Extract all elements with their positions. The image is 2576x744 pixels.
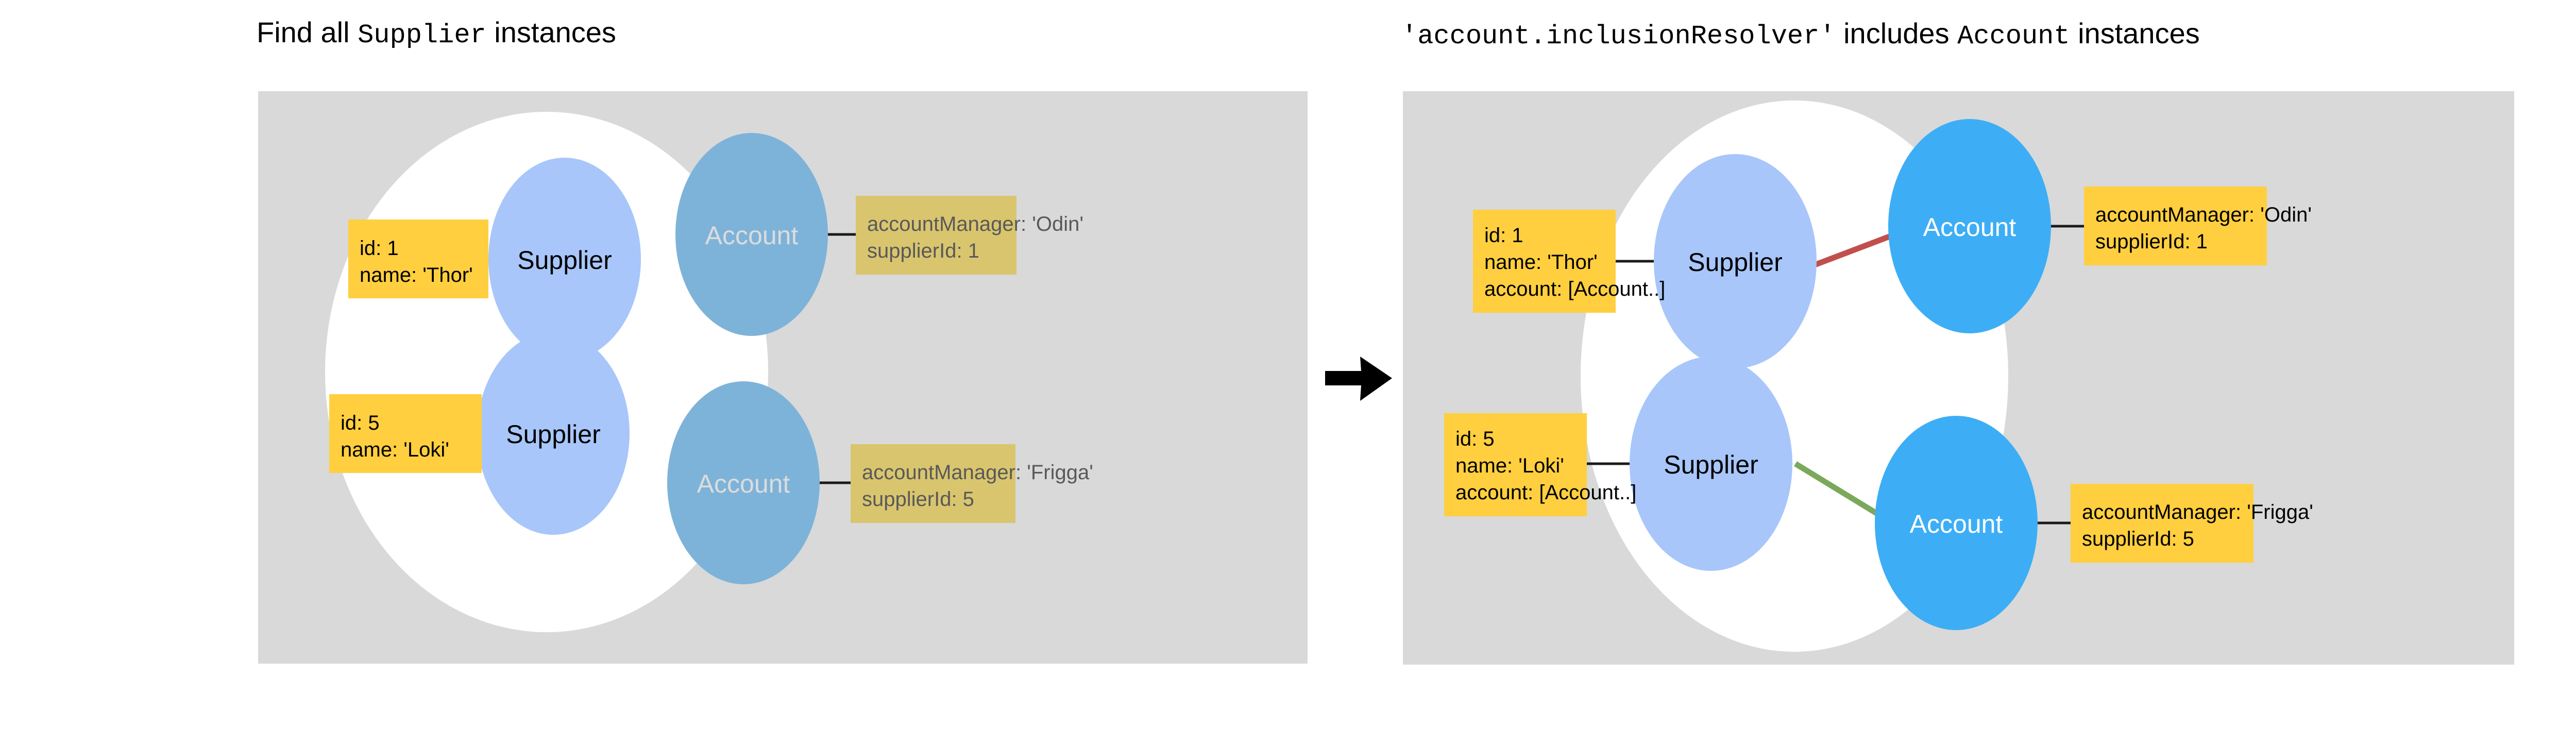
account-data-box-bg xyxy=(2071,484,2253,563)
account-node-bottom[interactable]: Account xyxy=(1875,416,2038,630)
left-title-suffix: instances xyxy=(494,16,616,48)
supplier-data-box-bg xyxy=(329,394,482,473)
supplier-data-box-bottom[interactable]: id: 5 name: 'Loki' xyxy=(329,394,482,473)
supplier-data-line: account: [Account..] xyxy=(1455,481,1636,504)
transition-arrow xyxy=(1325,357,1392,401)
supplier-node-bottom[interactable]: Supplier xyxy=(477,332,630,535)
supplier-data-box-bg xyxy=(1473,210,1616,313)
supplier-data-box-top[interactable]: id: 1 name: 'Thor' xyxy=(348,219,488,298)
right-arrow-icon xyxy=(1325,357,1392,401)
account-node-shape xyxy=(1875,416,2038,630)
supplier-node-label: Supplier xyxy=(1664,450,1758,479)
right-title-suffix: instances xyxy=(2078,17,2200,49)
account-node-label: Account xyxy=(1910,510,2003,538)
account-data-line: supplierId: 1 xyxy=(2095,230,2208,253)
supplier-node-shape xyxy=(477,332,630,535)
supplier-data-box-top[interactable]: id: 1 name: 'Thor' account: [Account..] xyxy=(1473,210,1665,313)
account-node-top[interactable]: Account xyxy=(1888,119,2051,333)
account-data-line: accountManager: 'Frigga' xyxy=(862,461,1093,484)
account-node-bottom[interactable]: Account xyxy=(667,381,820,584)
account-data-box-top[interactable]: accountManager: 'Odin' supplierId: 1 xyxy=(2084,187,2312,265)
account-data-box-bg xyxy=(2084,187,2267,265)
supplier-data-line: name: 'Thor' xyxy=(360,264,473,286)
supplier-data-line: id: 1 xyxy=(1484,224,1523,247)
account-data-line: supplierId: 1 xyxy=(867,240,979,262)
right-panel-title: 'account.inclusionResolver' includes Acc… xyxy=(1401,16,2200,52)
left-panel-title: Find all Supplier instances xyxy=(257,15,616,50)
account-node-shape xyxy=(675,133,828,336)
supplier-data-line: id: 5 xyxy=(1455,428,1495,450)
supplier-data-box-bottom[interactable]: id: 5 name: 'Loki' account: [Account..] xyxy=(1444,413,1636,516)
account-data-box-top[interactable]: accountManager: 'Odin' supplierId: 1 xyxy=(856,196,1083,275)
supplier-node-bottom[interactable]: Supplier xyxy=(1630,357,1792,571)
supplier-data-line: name: 'Thor' xyxy=(1484,251,1598,274)
supplier-node-label: Supplier xyxy=(1688,248,1782,277)
supplier-node-shape xyxy=(488,158,641,361)
supplier-data-box-bg xyxy=(348,219,488,298)
account-node-label: Account xyxy=(697,469,790,498)
account-data-box-bottom[interactable]: accountManager: 'Frigga' supplierId: 5 xyxy=(851,444,1093,523)
account-node-top[interactable]: Account xyxy=(675,133,828,336)
right-title-middle: includes xyxy=(1843,17,1950,49)
right-panel: Supplier Supplier Account Account id: 1 xyxy=(1403,91,2514,665)
account-node-label: Account xyxy=(705,221,799,250)
supplier-node-shape xyxy=(1654,154,1817,368)
account-node-shape xyxy=(667,381,820,584)
supplier-data-line: name: 'Loki' xyxy=(341,438,449,461)
account-node-shape xyxy=(1888,119,2051,333)
account-data-line: supplierId: 5 xyxy=(862,488,974,511)
supplier-data-line: name: 'Loki' xyxy=(1455,454,1564,477)
supplier-data-box-bg xyxy=(1444,413,1587,516)
left-title-code: Supplier xyxy=(358,20,486,50)
right-title-code: 'account.inclusionResolver' xyxy=(1401,21,1836,52)
account-data-box-bottom[interactable]: accountManager: 'Frigga' supplierId: 5 xyxy=(2071,484,2313,563)
supplier-data-line: account: [Account..] xyxy=(1484,278,1665,300)
left-title-prefix: Find all xyxy=(257,16,350,48)
left-panel: Supplier Supplier Account Account id: 1 xyxy=(258,91,1308,664)
right-title-code2: Account xyxy=(1957,21,2070,52)
account-data-line: accountManager: 'Odin' xyxy=(2095,204,2312,226)
right-panel-canvas: Supplier Supplier Account Account id: 1 xyxy=(1444,100,2313,652)
account-data-line: accountManager: 'Frigga' xyxy=(2082,501,2313,523)
account-data-box-bg xyxy=(851,444,1015,523)
account-data-box-bg xyxy=(856,196,1016,275)
supplier-node-top[interactable]: Supplier xyxy=(488,158,641,361)
supplier-node-label: Supplier xyxy=(506,420,600,449)
supplier-node-label: Supplier xyxy=(517,246,612,275)
account-data-line: accountManager: 'Odin' xyxy=(867,213,1083,235)
account-node-label: Account xyxy=(1923,213,2016,242)
supplier-data-line: id: 1 xyxy=(360,237,399,260)
supplier-node-shape xyxy=(1630,357,1792,571)
account-data-line: supplierId: 5 xyxy=(2082,528,2194,550)
left-panel-canvas: Supplier Supplier Account Account id: 1 xyxy=(325,112,1093,632)
supplier-data-line: id: 5 xyxy=(341,412,380,434)
supplier-node-top[interactable]: Supplier xyxy=(1654,154,1817,368)
